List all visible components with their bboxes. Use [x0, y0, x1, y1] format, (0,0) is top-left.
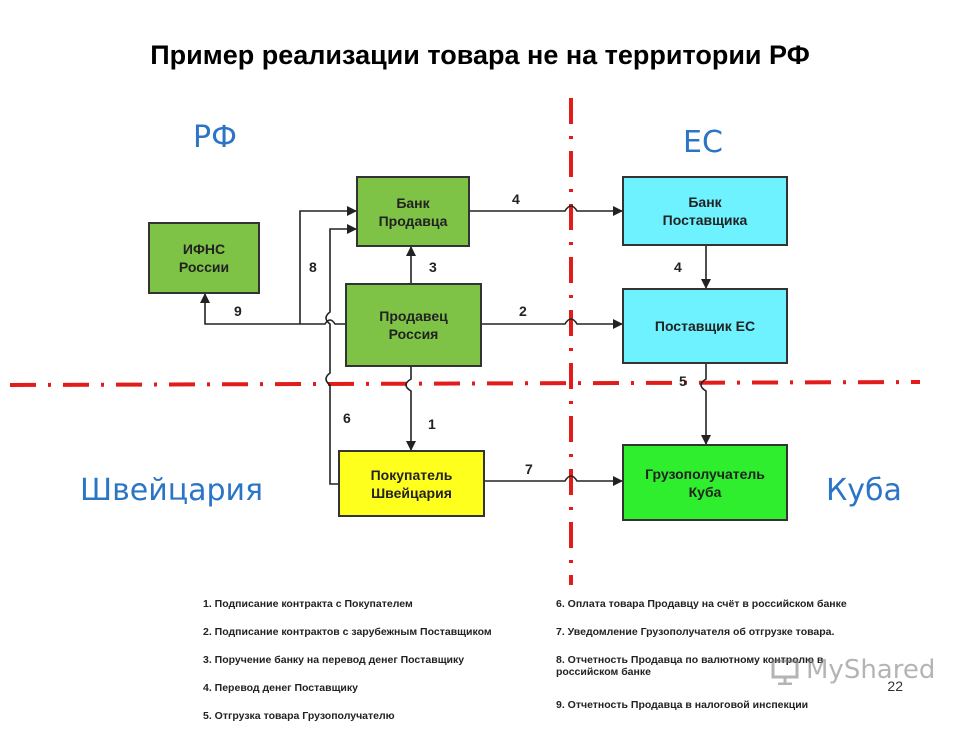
diagram-canvas	[9, 98, 921, 585]
edge-6-payment	[325, 224, 357, 485]
node-supplier-bank: Банк Поставщика	[622, 176, 788, 246]
watermark-text: MyShared	[806, 655, 936, 685]
edge-label-4-transfer: 4	[512, 191, 520, 207]
edge-label-8: 8	[309, 259, 317, 275]
node-seller: Продавец Россия	[345, 283, 482, 367]
edge-label-7: 7	[525, 461, 533, 477]
edge-label-5: 5	[679, 373, 687, 389]
legend-item-7: 7. Уведомление Грузополучателя об отгруз…	[556, 625, 835, 638]
presentation-icon	[771, 659, 799, 685]
legend-item-4: 4. Перевод денег Поставщику	[203, 681, 358, 694]
node-consignee: Грузополучатель Куба	[622, 444, 788, 521]
border-line-horizontal	[9, 380, 921, 387]
edge-8-currency-report	[299, 206, 357, 324]
legend-left: 1. Подписание контракта с Покупателем 2.…	[203, 585, 492, 735]
legend-item-6: 6. Оплата товара Продавцу на счёт в росс…	[556, 597, 847, 610]
region-label-eu: ЕС	[683, 125, 723, 160]
edge-label-9: 9	[234, 303, 242, 319]
region-label-switzerland: Швейцария	[80, 473, 264, 508]
node-supplier: Поставщик ЕС	[622, 288, 788, 364]
legend-item-5: 5. Отгрузка товара Грузополучателю	[203, 709, 395, 722]
slide-title: Пример реализации товара не на территори…	[150, 40, 810, 70]
edge-label-2: 2	[519, 303, 527, 319]
node-ifns: ИФНС России	[148, 222, 260, 294]
edge-label-4-credit: 4	[674, 259, 682, 275]
edge-9-tax-report	[200, 293, 345, 325]
edge-2-contract	[482, 318, 623, 329]
edge-label-1: 1	[428, 416, 436, 432]
page-number: 22	[887, 678, 903, 694]
legend-item-2: 2. Подписание контрактов с зарубежным По…	[203, 625, 492, 638]
edge-label-6: 6	[343, 410, 351, 426]
watermark: MyShared	[770, 655, 935, 685]
edge-label-3: 3	[429, 259, 437, 275]
region-label-cuba: Куба	[826, 473, 902, 508]
node-buyer: Покупатель Швейцария	[338, 450, 485, 517]
legend-item-1: 1. Подписание контракта с Покупателем	[203, 597, 413, 610]
legend-item-3: 3. Поручение банку на перевод денег Пост…	[203, 653, 465, 666]
edge-1-contract	[405, 367, 416, 451]
edge-5-shipment	[700, 364, 711, 445]
region-label-rf: РФ	[193, 120, 237, 155]
edge-7-notice	[485, 475, 623, 486]
legend-item-9: 9. Отчетность Продавца в налоговой инспе…	[556, 699, 809, 711]
edge-4-transfer	[470, 205, 623, 216]
node-seller-bank: Банк Продавца	[356, 176, 470, 247]
legend-right: 6. Оплата товара Продавцу на счёт в росс…	[556, 585, 847, 724]
